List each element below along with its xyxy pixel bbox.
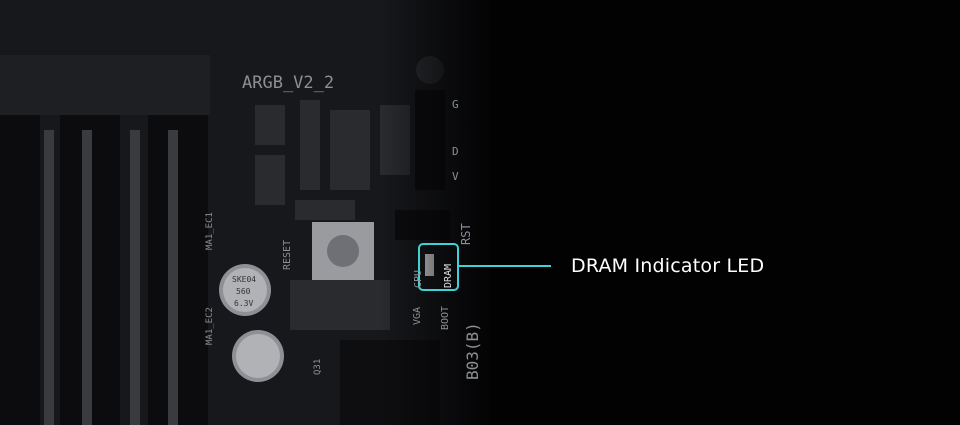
pin-g: G <box>452 98 459 111</box>
callout-label: DRAM Indicator LED <box>571 255 765 277</box>
reset-label: RESET <box>282 240 293 270</box>
cpu-label: CPU <box>413 270 424 288</box>
q-label: Q31 <box>313 359 323 375</box>
cap-label-ec1: MA1_EC1 <box>205 212 215 250</box>
vga-label: VGA <box>412 307 423 325</box>
cap-text: 6.3V <box>234 299 253 308</box>
model-label: B03(B) <box>463 322 482 380</box>
dimm-slots <box>0 55 210 425</box>
cap-text: SKE04 <box>232 275 256 284</box>
cap-label-ec2: MA1_EC2 <box>205 307 215 345</box>
cap-text: 560 <box>236 287 251 296</box>
pin-v: V <box>452 170 459 183</box>
dark-fade <box>380 0 540 425</box>
argb-header-label: ARGB_V2_2 <box>242 73 334 93</box>
callout-highlight-box <box>418 243 459 291</box>
dram-label: DRAM <box>443 264 454 288</box>
rst-label: RST <box>459 223 473 245</box>
pin-d: D <box>452 145 459 158</box>
callout-leader-line <box>459 265 551 267</box>
boot-label: BOOT <box>440 306 451 330</box>
